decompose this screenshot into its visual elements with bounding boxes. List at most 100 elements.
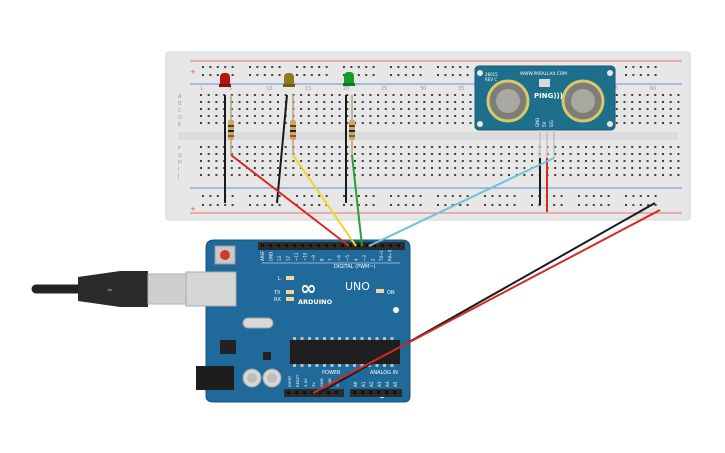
breadboard-hole bbox=[377, 174, 380, 176]
breadboard-hole bbox=[431, 160, 433, 162]
reset-button[interactable] bbox=[220, 250, 230, 260]
breadboard-hole bbox=[354, 115, 356, 117]
col-number-25: 25 bbox=[381, 86, 387, 92]
rail-hole bbox=[256, 204, 259, 206]
breadboard-hole bbox=[377, 160, 380, 162]
breadboard-center-channel bbox=[178, 132, 678, 140]
breadboard-hole bbox=[315, 160, 318, 162]
header-pin bbox=[385, 391, 388, 394]
breadboard-hole bbox=[323, 101, 326, 103]
led-red-assembly[interactable] bbox=[219, 73, 234, 203]
breadboard-hole bbox=[400, 108, 403, 110]
digital-header[interactable] bbox=[258, 242, 405, 250]
breadboard-hole bbox=[631, 174, 634, 176]
breadboard-hole bbox=[400, 146, 403, 148]
wire-cyan-sensor-signal[interactable] bbox=[368, 157, 555, 247]
breadboard-hole bbox=[238, 101, 241, 103]
breadboard-hole bbox=[431, 108, 433, 110]
breadboard-hole bbox=[669, 153, 672, 155]
rail-hole bbox=[365, 204, 368, 206]
led-green[interactable] bbox=[344, 72, 354, 86]
digital-pin-label: ~3 bbox=[362, 255, 367, 261]
wire-red-led-to-pin[interactable] bbox=[230, 154, 350, 247]
rail-hole bbox=[451, 74, 454, 76]
rail-hole bbox=[357, 74, 360, 76]
rail-hole bbox=[459, 195, 462, 197]
breadboard-hole bbox=[415, 101, 418, 103]
breadboard-hole bbox=[307, 153, 310, 155]
breadboard-hole bbox=[423, 115, 426, 117]
led-red[interactable] bbox=[220, 73, 230, 87]
breadboard-hole bbox=[323, 146, 326, 148]
breadboard-hole bbox=[246, 160, 249, 162]
breadboard-hole bbox=[669, 174, 672, 176]
chip-leg bbox=[330, 337, 334, 340]
breadboard-hole bbox=[438, 108, 441, 110]
arduino-uno[interactable]: ⌁ L TX RX ON bbox=[31, 239, 411, 403]
breadboard-hole bbox=[230, 115, 233, 117]
mount-hole bbox=[477, 121, 483, 127]
breadboard-hole bbox=[523, 167, 526, 169]
breadboard-hole bbox=[677, 174, 680, 176]
wire-green-led-to-pin[interactable] bbox=[351, 154, 363, 247]
breadboard-hole bbox=[384, 174, 387, 176]
breadboard-hole bbox=[307, 108, 310, 110]
col-number-60: 60 bbox=[650, 86, 656, 92]
led-yellow-ground-wire[interactable] bbox=[276, 94, 288, 204]
rail-hole bbox=[271, 195, 274, 197]
usb-plug-housing bbox=[78, 271, 148, 307]
rail-hole bbox=[459, 74, 462, 76]
header-pin bbox=[327, 391, 330, 394]
header-pin bbox=[365, 244, 368, 247]
rail-hole bbox=[625, 204, 627, 206]
breadboard-hole bbox=[415, 153, 418, 155]
breadboard-hole bbox=[377, 108, 380, 110]
wire-red-5v-to-arduino[interactable] bbox=[312, 209, 661, 394]
analog-header[interactable] bbox=[350, 389, 402, 397]
breadboard-hole bbox=[461, 146, 464, 148]
rail-hole bbox=[506, 204, 509, 206]
led-green-assembly[interactable] bbox=[343, 72, 355, 203]
breadboard-hole bbox=[269, 94, 272, 96]
breadboard-hole bbox=[561, 160, 564, 162]
power-pin-label: 3.3V bbox=[303, 378, 308, 387]
power-jack[interactable] bbox=[196, 366, 234, 390]
breadboard-hole bbox=[269, 160, 272, 162]
wire-yellow-led-to-pin[interactable] bbox=[292, 154, 357, 247]
breadboard-hole bbox=[654, 115, 657, 117]
breadboard-hole bbox=[638, 167, 641, 169]
power-pin-label: GND bbox=[327, 378, 332, 387]
ping-brand: WWW.PARALLAX.COM bbox=[520, 71, 567, 77]
usb-plug[interactable] bbox=[147, 273, 187, 305]
breadboard-row-letters: A B C D E F G H I J bbox=[177, 94, 182, 180]
col-number-30: 30 bbox=[420, 86, 426, 92]
breadboard-hole bbox=[246, 122, 249, 124]
crystal-oscillator bbox=[242, 317, 274, 329]
breadboard-hole bbox=[631, 167, 634, 169]
led-yellow-assembly[interactable] bbox=[276, 73, 296, 204]
breadboard-hole bbox=[277, 146, 279, 148]
led-yellow[interactable] bbox=[284, 73, 294, 87]
breadboard-hole bbox=[277, 160, 279, 162]
rail-hole bbox=[437, 204, 439, 206]
rail-hole bbox=[278, 195, 281, 197]
breadboard-hole bbox=[346, 122, 349, 124]
breadboard-hole bbox=[346, 94, 349, 96]
breadboard-hole bbox=[561, 167, 564, 169]
rail-hole bbox=[639, 204, 642, 206]
breadboard-hole bbox=[261, 94, 264, 96]
ping-sensor[interactable]: 28015 REV C WWW.PARALLAX.COM PING))) GND… bbox=[474, 65, 616, 158]
breadboard-hole bbox=[492, 153, 495, 155]
rail-hole bbox=[209, 195, 212, 197]
breadboard-hole bbox=[384, 108, 387, 110]
led-l-indicator bbox=[286, 276, 294, 280]
arduino-board bbox=[205, 239, 411, 403]
header-pin bbox=[393, 391, 396, 394]
breadboard-hole bbox=[446, 101, 449, 103]
breadboard-hole bbox=[446, 94, 449, 96]
chip-leg bbox=[300, 364, 304, 367]
digital-pin-label: 2 bbox=[371, 258, 376, 261]
breadboard-hole bbox=[446, 108, 449, 110]
atmega-chip-legs bbox=[293, 337, 394, 367]
rail-hole bbox=[231, 74, 234, 76]
